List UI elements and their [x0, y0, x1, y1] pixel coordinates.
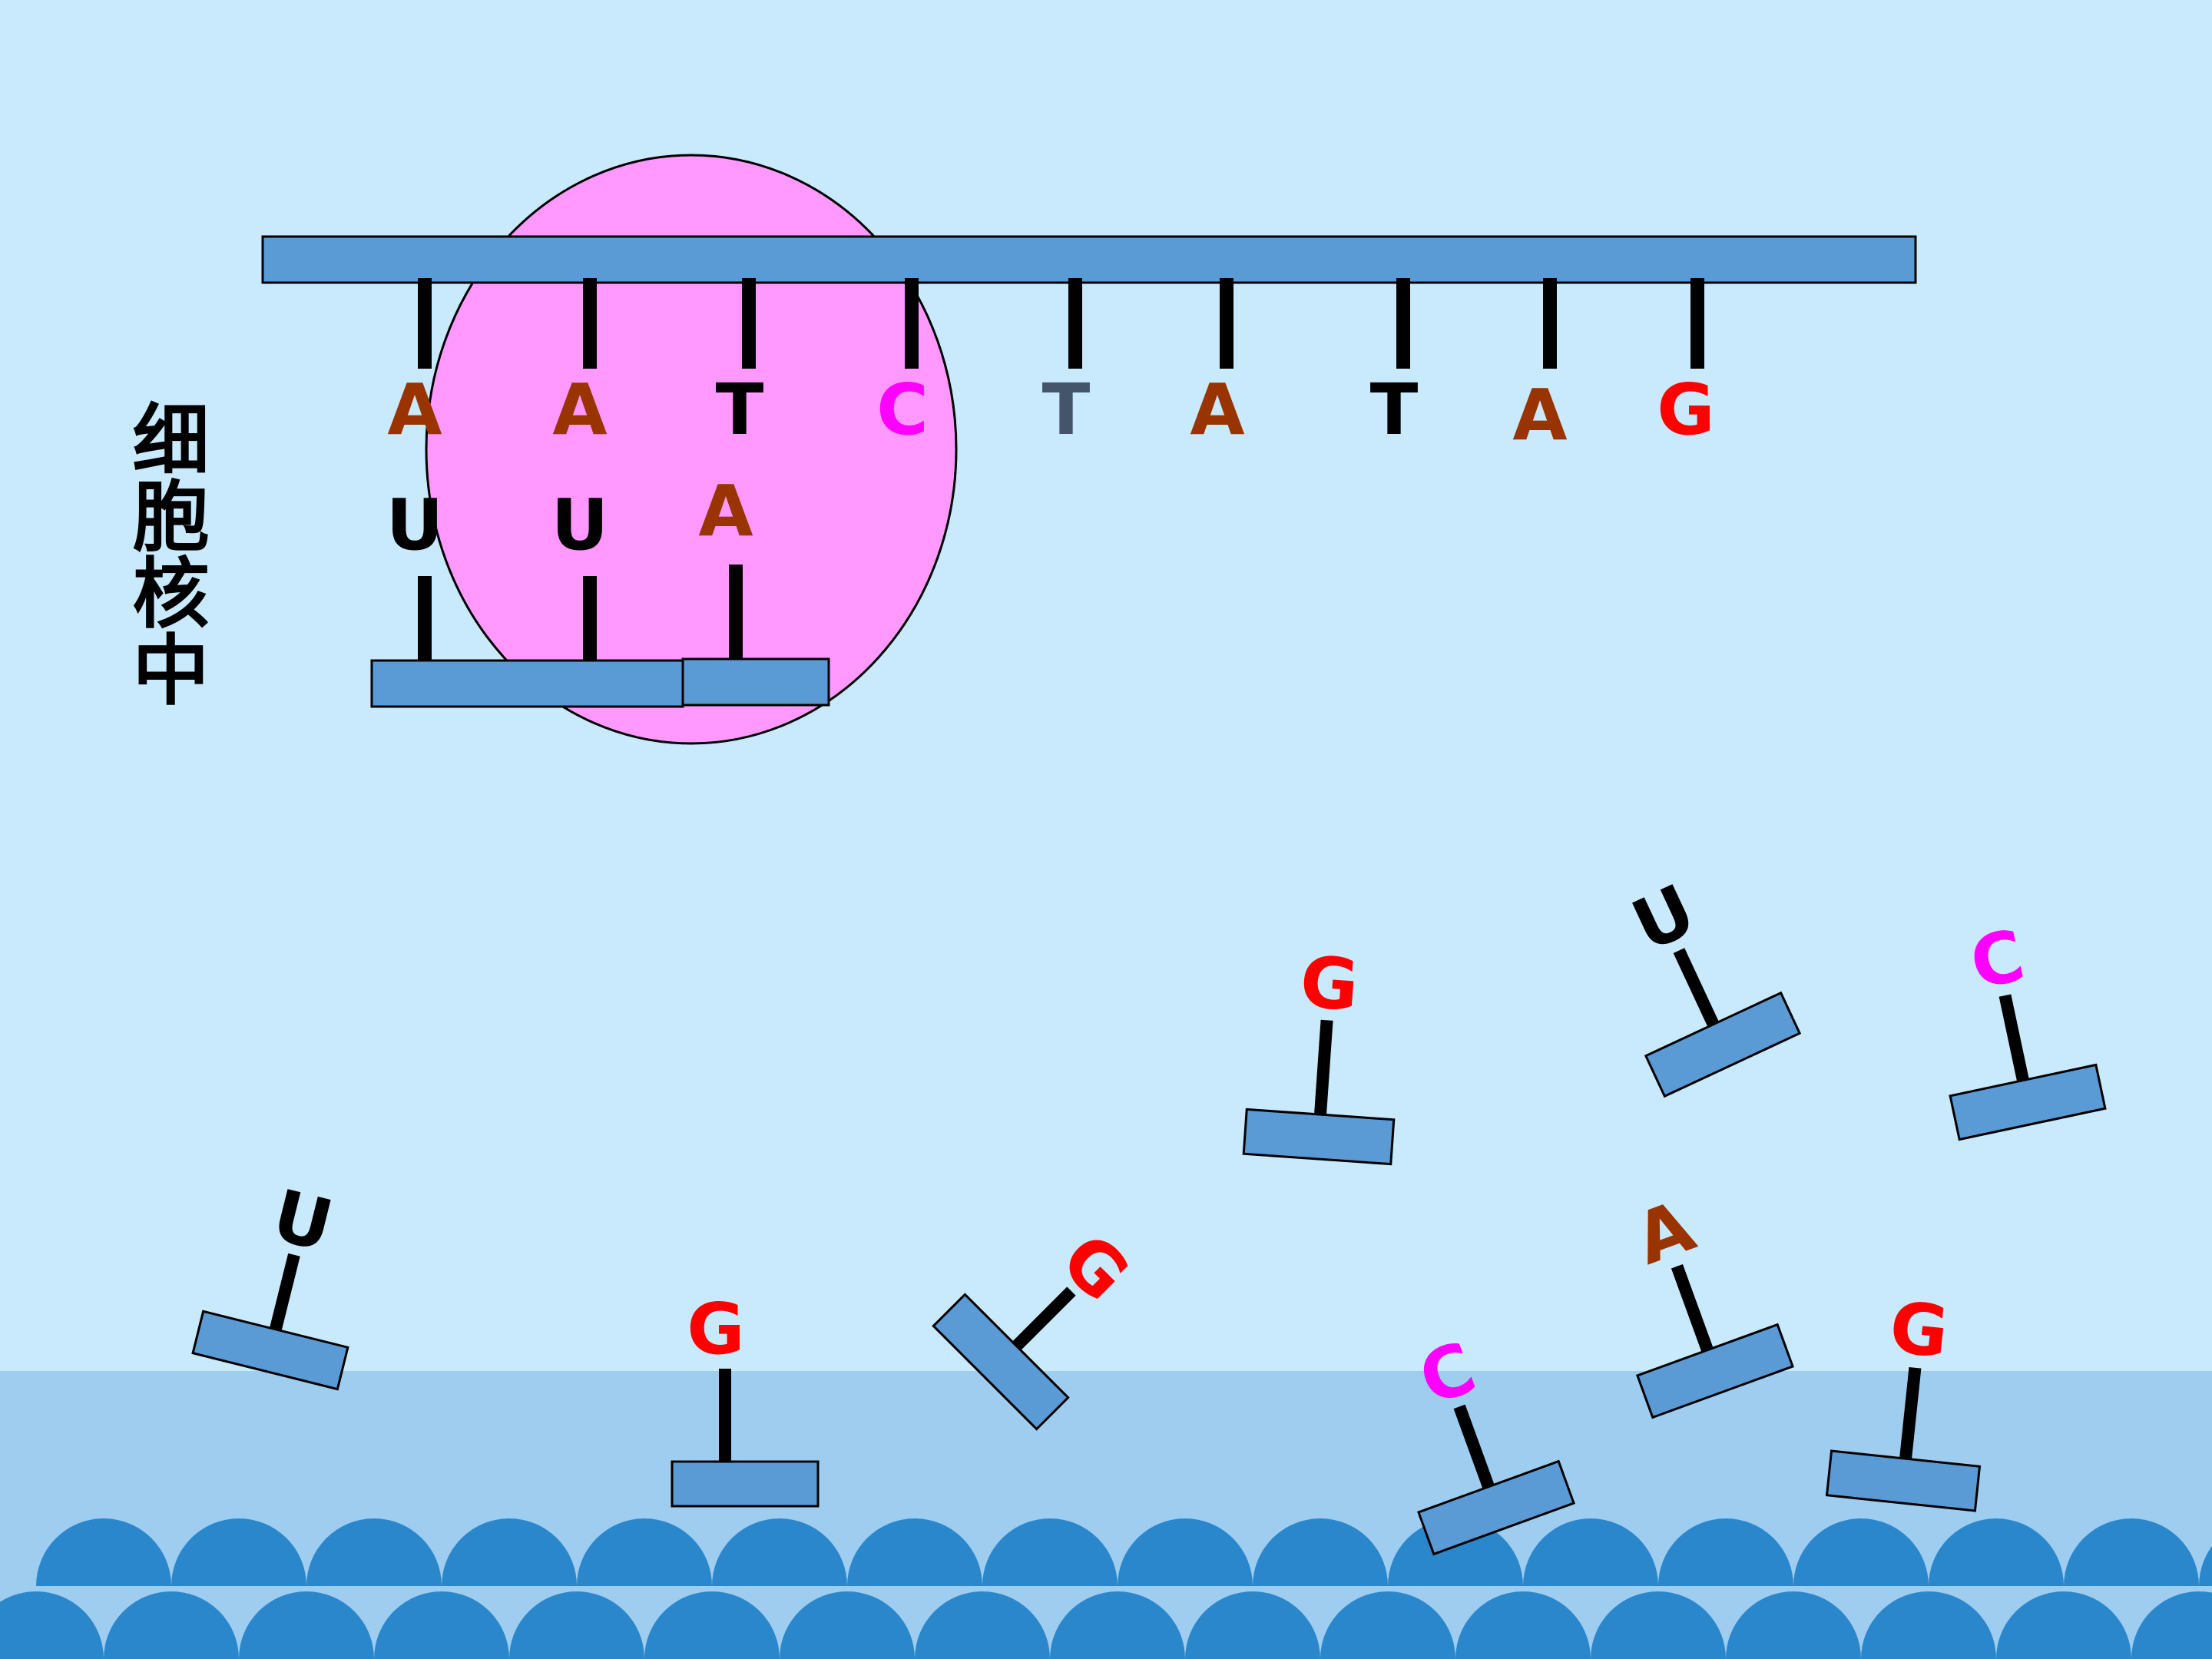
nucleotide-stick	[270, 1253, 300, 1331]
dna-base: G	[1657, 369, 1715, 451]
nucleotide-sugar	[1644, 991, 1802, 1098]
nucleotide-sugar	[671, 1460, 820, 1508]
free-nucleotide[interactable]: G	[1825, 1281, 1998, 1512]
nucleotide-base: U	[265, 1174, 340, 1268]
hill	[1726, 1591, 1861, 1659]
nucleotide-stick	[1453, 1404, 1495, 1489]
hill	[36, 1518, 171, 1586]
nucleotide-base: G	[1886, 1286, 1952, 1373]
nucleotide-stick	[1899, 1366, 1922, 1459]
dna-base: A	[552, 369, 607, 451]
hill	[0, 1591, 104, 1659]
nucleus	[425, 154, 958, 745]
hill	[915, 1591, 1050, 1659]
nucleotide-base: G	[687, 1288, 745, 1370]
dna-base: T	[716, 369, 764, 451]
hill	[577, 1518, 712, 1586]
nucleotide-stick	[1998, 994, 2029, 1082]
hill	[2199, 1546, 2212, 1586]
hills	[0, 1518, 2212, 1659]
dna-base: A	[1512, 374, 1567, 456]
rna-base: U	[551, 484, 609, 566]
dna-base: C	[876, 369, 929, 451]
dna-base: A	[1190, 369, 1244, 451]
hill	[1118, 1518, 1253, 1586]
rna-backbone	[370, 659, 684, 708]
nucleotide-stick	[1314, 1019, 1333, 1115]
hill	[712, 1518, 847, 1586]
dna-base: A	[387, 369, 442, 451]
hill	[306, 1518, 442, 1586]
dna-base: T	[1042, 369, 1091, 451]
hill	[1523, 1518, 1658, 1586]
hill	[239, 1591, 374, 1659]
hill	[1793, 1518, 1929, 1586]
hill	[1929, 1518, 2064, 1586]
hill	[509, 1591, 644, 1659]
hill	[1996, 1591, 2131, 1659]
hill	[2064, 1518, 2199, 1586]
nucleotide-stick	[1671, 1264, 1714, 1353]
rna-base: A	[698, 470, 753, 552]
free-nucleotide[interactable]: G	[671, 1288, 820, 1508]
dna-backbone	[261, 235, 1917, 284]
hill	[1861, 1591, 1996, 1659]
hill	[374, 1591, 509, 1659]
hill	[1591, 1591, 1726, 1659]
rna-backbone-segment	[681, 657, 830, 707]
hill	[171, 1518, 306, 1586]
hill	[780, 1591, 915, 1659]
hill	[1388, 1518, 1523, 1586]
hill	[104, 1591, 239, 1659]
hill	[1320, 1591, 1455, 1659]
dna-sticks	[418, 278, 1704, 369]
hill	[1455, 1591, 1591, 1659]
rna-sticks	[418, 565, 743, 665]
hill	[1185, 1591, 1320, 1659]
hill	[1050, 1591, 1185, 1659]
hill	[982, 1518, 1118, 1586]
hill	[1658, 1518, 1793, 1586]
rna-base: U	[386, 484, 444, 566]
hill	[644, 1591, 780, 1659]
nucleotide-sugar	[1242, 1108, 1396, 1166]
hill	[847, 1518, 982, 1586]
nucleotide-stick	[1012, 1286, 1076, 1351]
hill	[1253, 1518, 1388, 1586]
free-nucleotide[interactable]: U	[1579, 849, 1802, 1098]
hill	[442, 1518, 577, 1586]
nucleotide-base: C	[1963, 914, 2031, 1005]
free-nucleotide[interactable]: G	[1242, 938, 1406, 1166]
nucleotide-stick	[1673, 948, 1719, 1028]
free-nucleotide[interactable]: U	[191, 1163, 385, 1391]
side-label: 细胞核中	[119, 399, 210, 707]
free-nucleotide[interactable]: C	[1916, 904, 2107, 1141]
hill	[2131, 1591, 2212, 1659]
nucleotide-base: G	[1298, 941, 1362, 1027]
dna-base: T	[1370, 369, 1419, 451]
nucleotide-base: U	[1621, 869, 1707, 968]
nucleotide-base: A	[1625, 1185, 1705, 1281]
